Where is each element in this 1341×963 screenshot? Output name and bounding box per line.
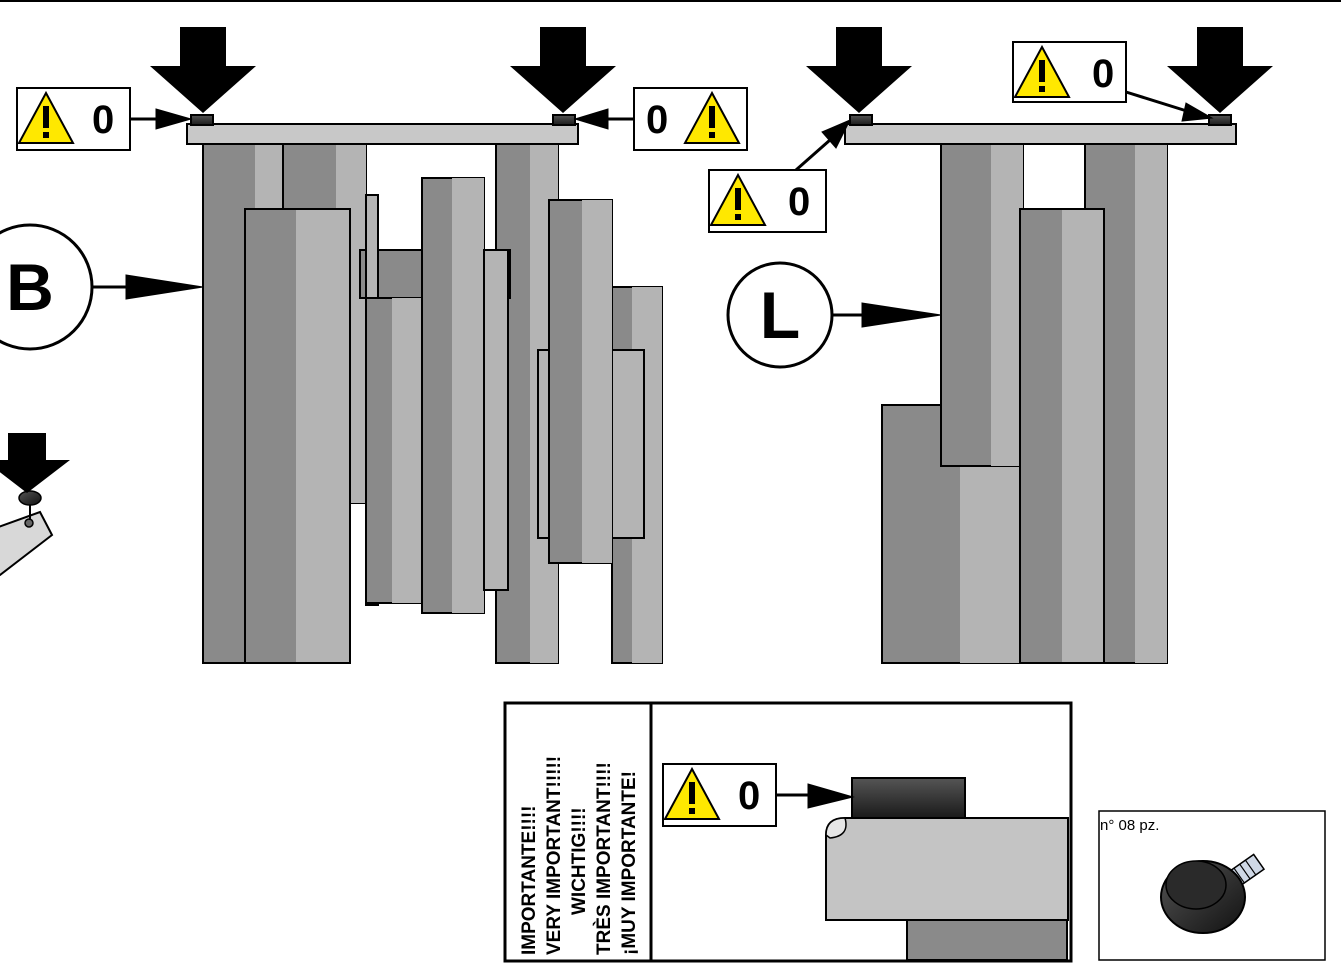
pointer-arrow-icon [573,108,634,130]
warning-value: 0 [788,180,810,224]
down-arrow-icon [510,27,616,113]
pointer-arrow-icon [832,302,942,328]
label-l: L [726,261,834,369]
label-l-letter: L [760,278,800,352]
warning-icon [709,172,767,226]
down-arrow-icon [150,27,256,113]
notice-line-2: VERY IMPORTANT!!!!! [544,756,565,955]
notice-line-1: IMPORTANTE!!!! [519,805,540,955]
warning-callout: 0 [708,169,827,233]
important-notice-text: IMPORTANTE!!!! VERY IMPORTANT!!!!! WICHT… [519,756,640,955]
warning-callout: 0 [633,87,748,151]
leveling-foot-detail [0,433,70,576]
down-arrow-icon [0,433,70,493]
warning-value: 0 [1092,52,1114,96]
pointer-arrow-icon [776,783,855,809]
part-box: n° 08 pz. [1098,810,1326,961]
assembly-l [844,114,1237,664]
warning-value: 0 [92,98,114,142]
warning-callout: 0 [662,763,777,827]
warning-callout: 0 [1012,41,1127,103]
notice-line-4: TRÈS IMPORTANT!!!! [593,762,615,955]
warning-value: 0 [738,774,760,818]
important-panel: IMPORTANTE!!!! VERY IMPORTANT!!!!! WICHT… [503,701,1073,963]
pointer-arrow-icon [130,108,193,130]
notice-line-5: ¡MUY IMPORTANTE! [619,771,640,955]
pad-closeup [825,777,1069,961]
pointer-arrow-icon [1125,90,1214,122]
warning-icon [17,90,75,144]
label-b-letter: B [6,250,54,324]
down-arrow-icon [806,27,912,113]
down-arrow-icon [1167,27,1273,113]
part-quantity: n° 08 pz. [1100,817,1159,834]
warning-icon [683,90,741,144]
warning-icon [1013,44,1071,98]
warning-callout: 0 [16,87,131,151]
warning-value: 0 [646,98,668,142]
leveling-foot-icon [1160,853,1266,934]
label-b: B [0,223,94,351]
pointer-arrow-icon [795,119,852,172]
assembly-b [186,114,663,664]
pointer-arrow-icon [92,274,204,300]
notice-line-3: WICHTIG!!!! [569,807,590,915]
warning-icon [663,766,721,820]
